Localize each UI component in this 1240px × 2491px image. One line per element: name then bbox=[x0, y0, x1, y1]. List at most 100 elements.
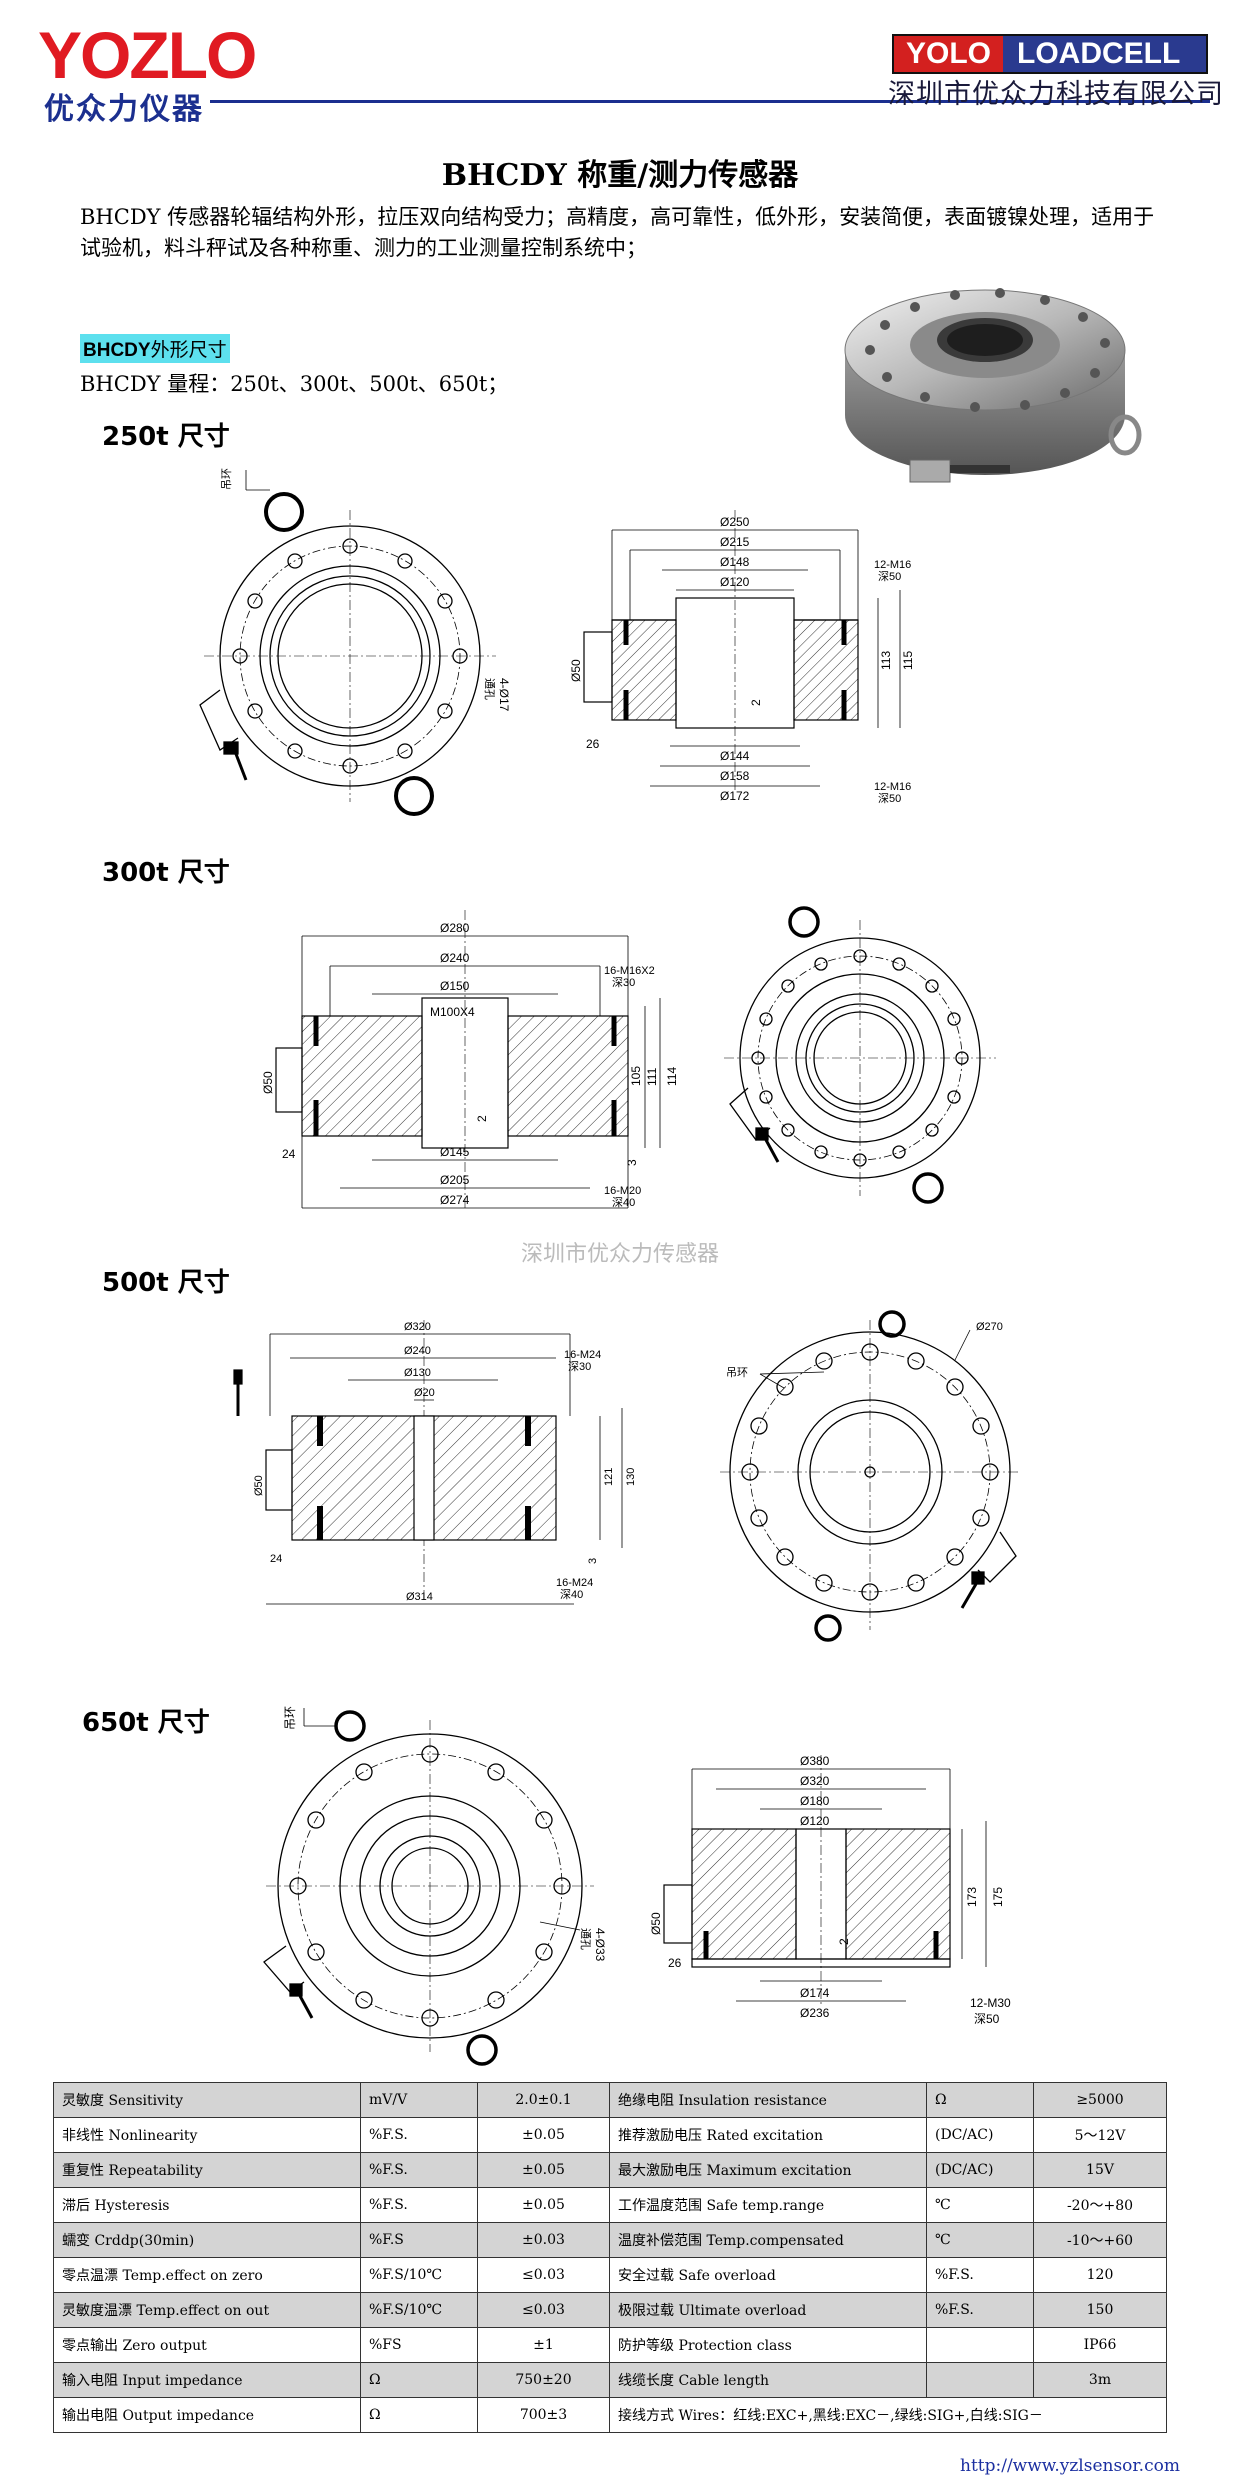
drawing-650t-section bbox=[663, 1755, 987, 2005]
dim-250-b2: Ø158 bbox=[720, 769, 750, 783]
table-cell: (DC/AC) bbox=[926, 2152, 1034, 2188]
dim-250-bolt-circle: Ø215 bbox=[720, 535, 750, 549]
thread-650-bottom-depth: 深50 bbox=[974, 2012, 1000, 2026]
dim-300-inner: Ø150 bbox=[440, 979, 470, 993]
thread-500-top: 16-M24 bbox=[564, 1349, 601, 1361]
dim-250-b1: Ø144 bbox=[720, 749, 750, 763]
table-cell bbox=[926, 2327, 1034, 2363]
table-cell: 线缆长度 Cable length bbox=[609, 2362, 927, 2398]
table-cell: 灵敏度 Sensitivity bbox=[53, 2082, 361, 2118]
thread-250-bottom-depth: 深50 bbox=[878, 792, 901, 805]
dim-650-inner: Ø120 bbox=[800, 1814, 830, 1828]
label-lift-ring-650: 吊环 bbox=[283, 1706, 297, 1730]
table-cell: Ω bbox=[360, 2397, 478, 2433]
drawing-250t-section-labels: Ø250 Ø215 Ø148 Ø120 12-M16 深50 Ø144 Ø158… bbox=[569, 515, 915, 805]
dim-650-h2: 175 bbox=[991, 1887, 1005, 1907]
table-cell: %F.S. bbox=[360, 2152, 478, 2188]
drawing-500t-section bbox=[233, 1320, 623, 1605]
dim-300-outer: Ø280 bbox=[440, 921, 470, 935]
table-cell: ±0.05 bbox=[477, 2187, 610, 2223]
dim-500-h2: 130 bbox=[625, 1468, 637, 1486]
product-photo bbox=[844, 288, 1142, 483]
table-cell: %F.S. bbox=[926, 2257, 1034, 2293]
dim-250-inner: Ø120 bbox=[720, 575, 750, 589]
dim-500-bolt-circle: Ø240 bbox=[404, 1345, 431, 1357]
table-cell: Ω bbox=[360, 2362, 478, 2398]
table-cell: 灵敏度温漂 Temp.effect on out bbox=[53, 2292, 361, 2328]
dim-500-center-hole: Ø20 bbox=[414, 1387, 435, 1399]
table-cell: 输入电阻 Input impedance bbox=[53, 2362, 361, 2398]
table-cell: ±0.05 bbox=[477, 2152, 610, 2188]
dim-650-outer: Ø380 bbox=[800, 1754, 830, 1768]
table-cell: 120 bbox=[1033, 2257, 1167, 2293]
dim-250-outer: Ø250 bbox=[720, 515, 750, 529]
dim-300-gap: 2 bbox=[475, 1115, 489, 1122]
dim-250-gap: 2 bbox=[749, 699, 763, 706]
dim-650-conn-w: 26 bbox=[668, 1956, 682, 1970]
dim-300-h2: 111 bbox=[645, 1067, 659, 1086]
dim-650-mid: Ø180 bbox=[800, 1794, 830, 1808]
table-cell: 绝缘电阻 Insulation resistance bbox=[609, 2082, 927, 2118]
thread-300-top: 16-M16X2 bbox=[604, 965, 655, 977]
brand-yolo: YOLO bbox=[894, 36, 1004, 72]
table-cell: 5～12V bbox=[1033, 2117, 1167, 2153]
table-cell: 3m bbox=[1033, 2362, 1167, 2398]
dim-250-b3: Ø172 bbox=[720, 789, 750, 803]
drawing-650t-top-view bbox=[263, 1708, 594, 2066]
thread-500-bottom: 16-M24 bbox=[556, 1577, 593, 1589]
drawing-250t-top-labels: 吊环 4-Ø17 通孔 bbox=[220, 468, 511, 712]
dim-300-h1: 105 bbox=[629, 1066, 643, 1086]
table-cell: -20～+80 bbox=[1033, 2187, 1167, 2223]
table-cell: 温度补偿范围 Temp.compensated bbox=[609, 2222, 927, 2258]
table-cell: 非线性 Nonlinearity bbox=[53, 2117, 361, 2153]
table-cell: ±0.03 bbox=[477, 2222, 610, 2258]
thread-300-bottom-depth: 深40 bbox=[612, 1196, 635, 1209]
thread-250-top: 12-M16 bbox=[874, 559, 911, 571]
dim-650-b2: Ø236 bbox=[800, 2006, 830, 2020]
logo-subtitle: 优众力仪器 bbox=[44, 92, 204, 127]
thread-250-top-depth: 深50 bbox=[878, 570, 901, 583]
company-logo: YOZLO bbox=[38, 18, 257, 92]
table-cell: 重复性 Repeatability bbox=[53, 2152, 361, 2188]
thread-650-bottom: 12-M30 bbox=[970, 1996, 1011, 2010]
company-name: 深圳市优众力科技有限公司 bbox=[888, 79, 1224, 110]
drawing-300t-section-labels: Ø280 Ø240 Ø150 M100X4 16-M16X2 深30 Ø145 … bbox=[261, 921, 679, 1209]
dim-650-conn-dia: Ø50 bbox=[649, 1912, 663, 1935]
section-650t: 650t 尺寸 bbox=[82, 1708, 210, 1738]
drawing-500t-section-labels: Ø320 Ø240 Ø130 Ø20 16-M24 深30 Ø314 16-M2… bbox=[253, 1321, 637, 1603]
table-cell: 750±20 bbox=[477, 2362, 610, 2398]
table-cell: %FS bbox=[360, 2327, 478, 2363]
table-cell: 推荐激励电压 Rated excitation bbox=[609, 2117, 927, 2153]
footer-url[interactable]: http://www.yzlsensor.com bbox=[960, 2456, 1180, 2476]
table-cell: 最大激励电压 Maximum excitation bbox=[609, 2152, 927, 2188]
dim-300-b2: Ø205 bbox=[440, 1173, 470, 1187]
drawing-250t-section bbox=[583, 510, 901, 790]
dim-500-inner: Ø130 bbox=[404, 1367, 431, 1379]
dim-300-step: 3 bbox=[625, 1159, 639, 1166]
dim-250-h1: 113 bbox=[879, 651, 893, 670]
table-cell: IP66 bbox=[1033, 2327, 1167, 2363]
table-cell: 零点输出 Zero output bbox=[53, 2327, 361, 2363]
dim-500-circle: Ø270 bbox=[976, 1321, 1003, 1333]
dim-500-bottom: Ø314 bbox=[406, 1591, 433, 1603]
dim-300-conn-dia: Ø50 bbox=[261, 1071, 275, 1094]
section-250t: 250t 尺寸 bbox=[102, 422, 230, 452]
table-cell: %F.S. bbox=[360, 2187, 478, 2223]
table-cell: %F.S. bbox=[360, 2117, 478, 2153]
dim-500-outer: Ø320 bbox=[404, 1321, 431, 1333]
thread-500-bottom-depth: 深40 bbox=[560, 1588, 583, 1601]
table-cell: 安全过载 Safe overload bbox=[609, 2257, 927, 2293]
drawing-500t-top-labels: Ø270 吊环 bbox=[726, 1321, 1003, 1379]
drawing-650t-section-labels: Ø380 Ø320 Ø180 Ø120 Ø174 Ø236 12-M30 深50… bbox=[649, 1754, 1011, 2026]
table-cell: %F.S/10℃ bbox=[360, 2292, 478, 2328]
dim-650-gap: 2 bbox=[837, 1938, 851, 1945]
table-cell: 零点温漂 Temp.effect on zero bbox=[53, 2257, 361, 2293]
